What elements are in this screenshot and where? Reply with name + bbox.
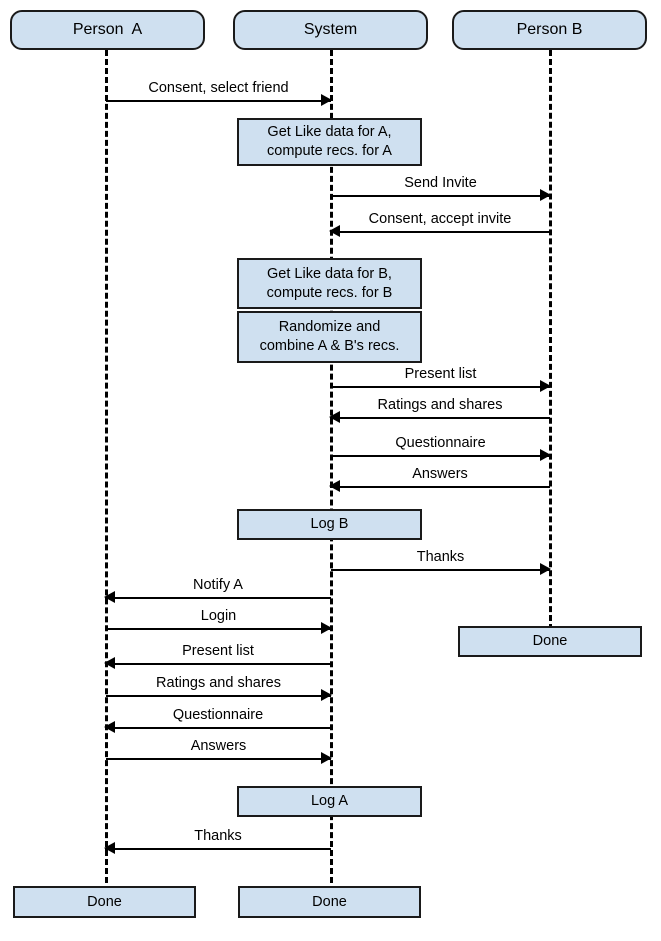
message-label: Consent, accept invite	[330, 211, 550, 227]
message-line	[331, 386, 550, 388]
message-label: Consent, select friend	[106, 80, 331, 96]
message-line	[330, 486, 550, 488]
lifeline-person-a	[105, 50, 108, 892]
process-box-line1: Log A	[310, 793, 349, 809]
process-box-done-system[interactable]: Done	[238, 886, 421, 918]
actor-header-person-b[interactable]: Person B	[452, 10, 647, 50]
message-line	[331, 195, 550, 197]
message-label: Questionnaire	[105, 707, 331, 723]
arrowhead-right-icon	[321, 689, 332, 701]
arrowhead-right-icon	[540, 449, 551, 461]
process-box-line1: Done	[87, 893, 122, 910]
arrowhead-right-icon	[321, 752, 332, 764]
lifeline-person-b	[549, 50, 552, 630]
message-label: Send Invite	[331, 175, 550, 191]
process-box-log-b[interactable]: Log B	[237, 509, 422, 540]
actor-header-person-a[interactable]: Person A	[10, 10, 205, 50]
message-line	[105, 727, 331, 729]
arrowhead-left-icon	[104, 591, 115, 603]
arrowhead-right-icon	[540, 189, 551, 201]
process-box-line1: Get Like data for B,	[267, 265, 392, 282]
message-line	[330, 231, 550, 233]
actor-label-system: System	[303, 21, 358, 38]
arrowhead-left-icon	[329, 411, 340, 423]
message-label: Thanks	[105, 828, 331, 844]
message-line	[331, 569, 550, 571]
message-line	[106, 628, 331, 630]
message-label: Present list	[331, 366, 550, 382]
message-line	[105, 663, 331, 665]
message-label: Ratings and shares	[330, 397, 550, 413]
arrowhead-left-icon	[329, 480, 340, 492]
arrowhead-right-icon	[540, 563, 551, 575]
arrowhead-left-icon	[104, 657, 115, 669]
message-label: Present list	[105, 643, 331, 659]
lifeline-system	[330, 50, 333, 892]
actor-label-person-b: Person B	[516, 21, 583, 38]
process-box-line1: Randomize and	[278, 319, 381, 335]
process-box-randomize-combine[interactable]: Randomize and combine A & B's recs.	[237, 311, 422, 363]
arrowhead-left-icon	[104, 721, 115, 733]
process-box-log-a[interactable]: Log A	[237, 786, 422, 817]
message-label: Questionnaire	[331, 435, 550, 451]
process-box-line2: compute recs. for A	[267, 143, 392, 159]
message-label: Ratings and shares	[106, 675, 331, 691]
actor-header-system[interactable]: System	[233, 10, 428, 50]
message-line	[330, 417, 550, 419]
message-label: Thanks	[331, 549, 550, 565]
process-box-line1: Log B	[310, 516, 349, 532]
process-box-line2: combine A & B's recs.	[259, 338, 400, 354]
process-box-line2: compute recs. for B	[266, 284, 393, 301]
process-box-line1: Done	[532, 633, 568, 649]
message-line	[106, 695, 331, 697]
message-line	[105, 848, 331, 850]
message-label: Answers	[106, 738, 331, 754]
message-label: Answers	[330, 466, 550, 482]
message-line	[331, 455, 550, 457]
actor-label-person-a: Person A	[72, 21, 143, 38]
arrowhead-left-icon	[329, 225, 340, 237]
arrowhead-right-icon	[540, 380, 551, 392]
message-label: Notify A	[105, 577, 331, 593]
message-line	[105, 597, 331, 599]
process-box-done-person-b[interactable]: Done	[458, 626, 642, 657]
message-line	[106, 758, 331, 760]
process-box-line1: Get Like data for A,	[267, 124, 392, 140]
process-box-line1: Done	[312, 893, 347, 910]
message-line	[106, 100, 331, 102]
message-label: Login	[106, 608, 331, 624]
arrowhead-right-icon	[321, 622, 332, 634]
arrowhead-left-icon	[104, 842, 115, 854]
process-box-get-like-data-a[interactable]: Get Like data for A, compute recs. for A	[237, 118, 422, 166]
process-box-done-person-a[interactable]: Done	[13, 886, 196, 918]
process-box-get-like-data-b[interactable]: Get Like data for B, compute recs. for B	[237, 258, 422, 309]
arrowhead-right-icon	[321, 94, 332, 106]
